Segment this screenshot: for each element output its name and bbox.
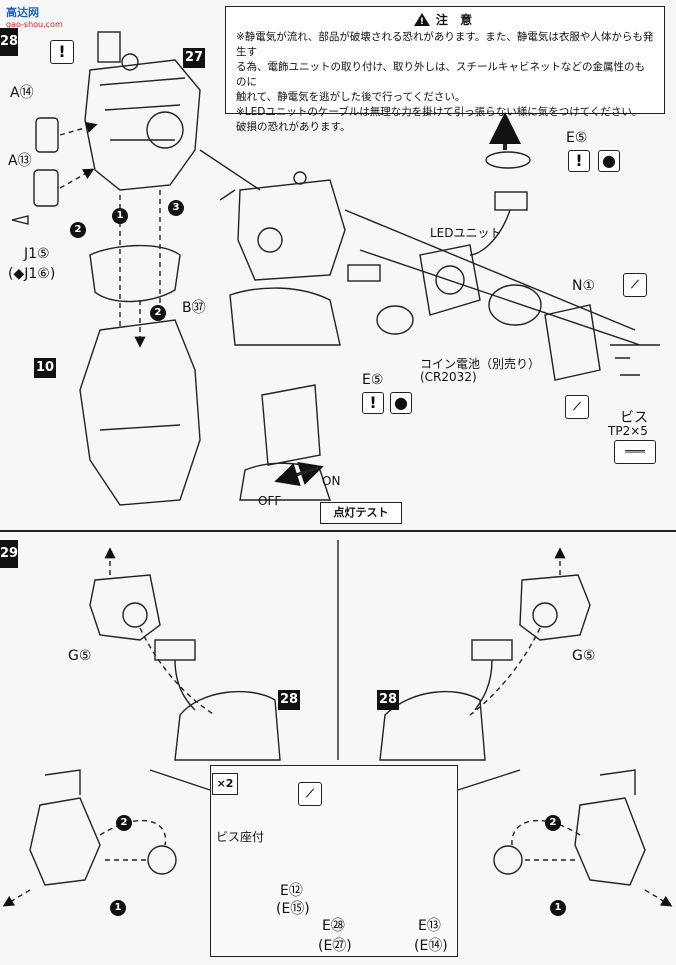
label-e5-mid: E⑤: [362, 372, 384, 388]
step-29-badge: 29: [0, 540, 18, 568]
site-watermark: 高达网 gao-shou.com: [6, 4, 63, 29]
label-switch-on: ON: [322, 474, 341, 488]
part-g5-left-drawing: [89, 574, 161, 641]
coin-battery-drawing: [488, 284, 542, 326]
label-g5-right: G⑤: [572, 648, 596, 664]
part-b37-drawing: [89, 244, 181, 303]
light-test-drawing: [261, 384, 321, 466]
order-mark-left-2: 2: [116, 815, 132, 831]
label-e28: E㉘: [322, 918, 345, 934]
step-divider: [0, 530, 676, 532]
label-n1: N①: [572, 278, 596, 294]
part-n1-drawing: [544, 304, 601, 381]
warning-line-5: 破損の恐れがあります。: [236, 121, 351, 133]
label-led-unit: LEDユニット: [430, 226, 502, 240]
torso-drawing: [79, 319, 201, 506]
warning-title: 注 意: [236, 13, 654, 30]
screwdriver-icon-top: ⟋: [623, 273, 647, 297]
order-mark-3: 3: [168, 200, 184, 216]
label-coin-model: (CR2032): [420, 370, 477, 384]
ref-step-10: 10: [34, 358, 56, 378]
ref-step-28-right: 28: [377, 690, 399, 710]
order-mark-right-1: 1: [550, 900, 566, 916]
watermark-url: gao-shou.com: [6, 20, 63, 29]
label-j1-alt: (◆J1⑥): [8, 266, 56, 282]
label-a13: A⑬: [8, 153, 32, 169]
order-mark-1: 1: [112, 208, 128, 224]
warning-line-1: ※静電気が流れ、部品が破壊される恐れがあります。また、静電気は衣服や人体からも発…: [236, 31, 654, 58]
ring-e5-top-drawing: [485, 151, 531, 169]
arm-left-drawing: [29, 797, 101, 886]
label-g5-left: G⑤: [68, 648, 92, 664]
body-28-left-drawing: [174, 690, 281, 761]
screwdriver-icon-bottom: ⟋: [565, 395, 589, 419]
label-e14: (E⑭): [414, 938, 448, 954]
label-switch-off: OFF: [258, 494, 282, 508]
label-e27: (E㉗): [318, 938, 352, 954]
led-unit-drawing: [419, 244, 481, 316]
part-a13-drawing: [33, 169, 59, 207]
ref-step-28-left: 28: [278, 690, 300, 710]
label-screw-seat: ビス座付: [216, 830, 265, 844]
sub-assembly-box: [210, 765, 458, 957]
caution-icon-top: !: [568, 150, 590, 172]
ring-e5-mid-drawing: [376, 305, 414, 335]
warning-line-4: ※LEDユニットのケーブルは無理な力を掛けて引っ張らない様に気をつけてください。: [236, 106, 643, 118]
label-a14: A⑭: [10, 85, 34, 101]
exchange-icon: (◆: [8, 266, 25, 282]
caution-icon-mid: !: [362, 392, 384, 414]
head-unit-drawing: [237, 179, 346, 281]
warning-triangle-icon: [413, 13, 430, 30]
order-mark-left-1: 1: [110, 900, 126, 916]
times-2-tag: ×2: [212, 773, 238, 795]
screwdriver-icon-x2: ⟋: [298, 782, 322, 806]
label-e13: E⑬: [418, 918, 441, 934]
ref-step-27: 27: [183, 48, 205, 68]
label-screw-size: TP2×5: [608, 424, 648, 438]
caution-icon-topleft: !: [50, 40, 74, 64]
step-28-badge: 28: [0, 28, 18, 56]
order-mark-2: 2: [70, 222, 86, 238]
chest-unit-drawing: [84, 59, 201, 191]
part-g5-right-drawing: [519, 574, 591, 641]
label-e15: (E⑮): [276, 901, 310, 917]
paint-black-icon-top: ●: [598, 150, 620, 172]
label-coin-battery: コイン電池（別売り）: [420, 357, 541, 371]
label-b37: B㊲: [182, 300, 206, 316]
label-e12: E⑫: [280, 883, 303, 899]
arm-right-drawing: [574, 797, 646, 886]
label-e5-top: E⑤: [566, 130, 588, 146]
paint-black-icon-mid: ●: [390, 392, 412, 414]
order-mark-2b: 2: [150, 305, 166, 321]
static-warning-box: 注 意 ※静電気が流れ、部品が破壊される恐れがあります。また、静電気は衣服や人体…: [225, 6, 665, 133]
warning-line-3: 触れて、静電気を逃がした後で行ってください。: [236, 91, 466, 103]
light-test-label: 点灯テスト: [320, 502, 402, 524]
part-a14-drawing: [35, 117, 59, 153]
label-screw: ビス: [620, 410, 648, 426]
warning-line-2: る為、電飾ユニットの取り付け、取り外しは、スチールキャビネットなどの金属性のもの…: [236, 61, 645, 88]
screw-icon: ═══: [614, 440, 656, 464]
order-mark-right-2: 2: [545, 815, 561, 831]
label-j1: J1⑤: [24, 246, 50, 262]
watermark-logo: 高达网: [6, 6, 39, 19]
